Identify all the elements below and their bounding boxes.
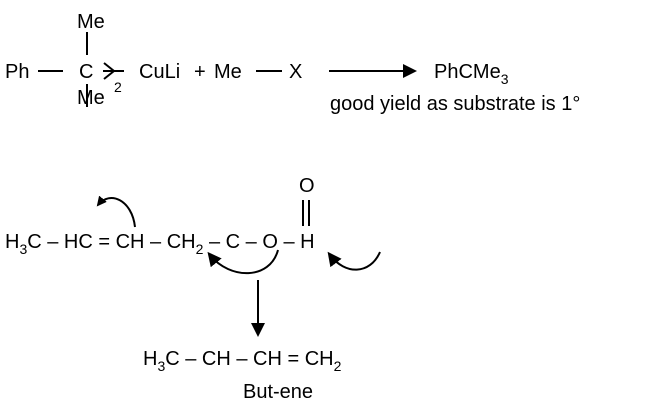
reaction-2: O H3C – HC = CH – CH2 – C – O – H H3C – …	[5, 175, 381, 403]
product-label: PhCMe3	[434, 61, 509, 87]
methyl-reagent: Me	[214, 61, 242, 83]
product-name: But-ene	[243, 381, 313, 403]
phenyl-label: Ph	[5, 61, 29, 83]
halide-label: X	[289, 61, 302, 83]
subscript-2: 2	[114, 79, 122, 95]
butene-structure: H3C – CH – CH = CH2	[143, 348, 342, 374]
methyl-top: Me	[77, 11, 105, 33]
culi-label: CuLi	[139, 61, 180, 83]
curved-arrow-1-icon	[96, 195, 136, 228]
plus-sign: +	[194, 61, 206, 83]
reaction-1: Me Ph C Me 2 CuLi + Me X PhCMe3 good yie…	[5, 11, 580, 115]
butenoic-acid-chain: H3C – HC = CH – CH2 – C – O – H	[5, 231, 315, 257]
bracket-arrow-icon	[103, 62, 124, 80]
methyl-bottom: Me	[77, 87, 105, 109]
carbonyl-oxygen: O	[299, 175, 315, 197]
curved-arrow-2-icon	[207, 249, 279, 275]
carbon-label: C	[79, 61, 93, 83]
curved-arrow-3-icon	[327, 251, 381, 271]
yield-note: good yield as substrate is 1°	[330, 93, 580, 115]
